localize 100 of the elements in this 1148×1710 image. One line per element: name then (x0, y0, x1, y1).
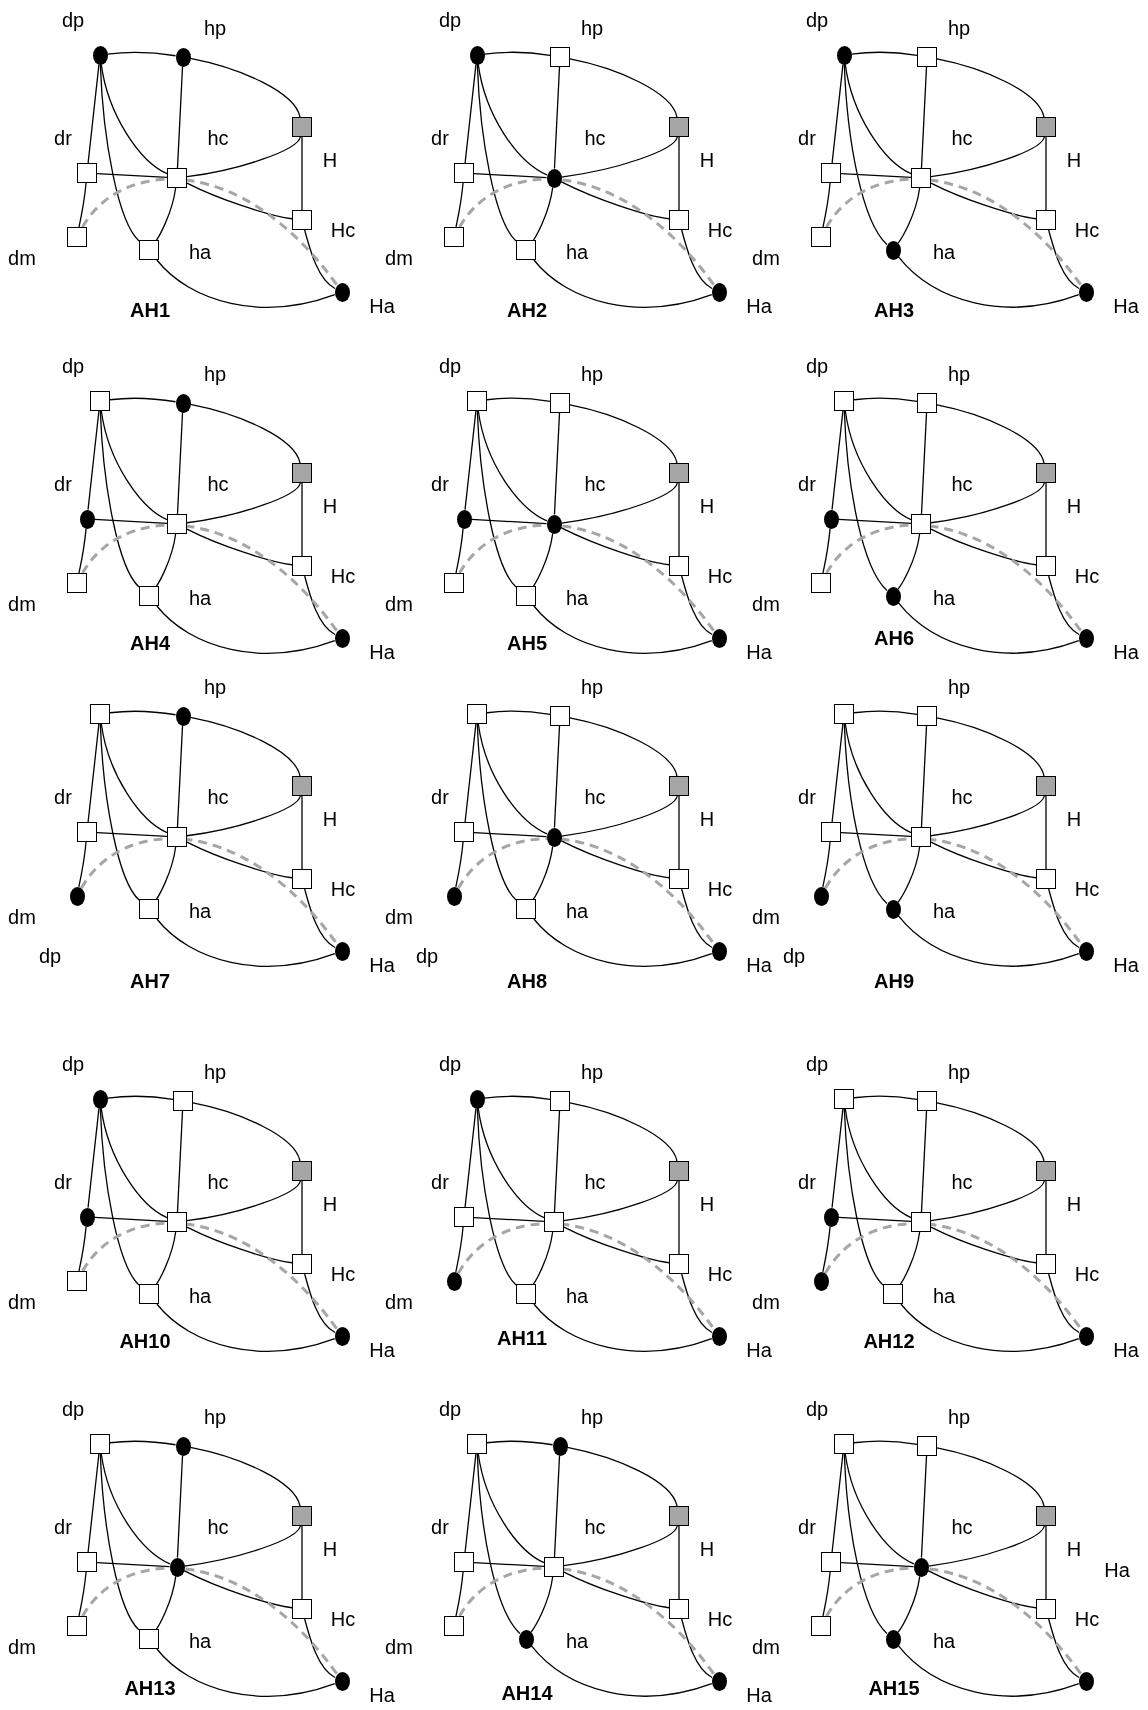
connector-line (831, 1108, 844, 1209)
vertex-label: Ha (1113, 641, 1139, 663)
vertex-label: dr (431, 1171, 449, 1193)
vertex-label: Ha (746, 1684, 772, 1706)
connector-line (476, 1107, 517, 1286)
filled-circle-vertex (546, 827, 562, 847)
vertex-label: hp (203, 363, 227, 385)
connector-line (900, 1303, 1080, 1352)
connector-line (678, 1180, 680, 1255)
connector-line (87, 410, 100, 511)
connector-line (78, 1571, 87, 1617)
filled-circle-vertex (169, 1557, 185, 1577)
connector-line (930, 482, 1045, 524)
square-vertex (550, 1091, 570, 1111)
connector-line (927, 1569, 1037, 1609)
connector-line (186, 1226, 293, 1264)
connector-line (87, 1453, 100, 1553)
shaded-square-vertex (669, 117, 689, 137)
vertex-label: hc (951, 1171, 973, 1193)
filled-circle-vertex (813, 886, 829, 906)
connector-line (473, 172, 548, 179)
square-vertex (167, 827, 187, 847)
connector-line (304, 1618, 336, 1679)
connector-line (189, 403, 301, 464)
vertex-label: dm (385, 1636, 413, 1658)
connector-line (477, 723, 548, 835)
square-vertex (883, 1284, 903, 1304)
vertex-label: dp (38, 945, 62, 967)
connector-line (930, 182, 1037, 220)
connector-line (464, 1453, 477, 1553)
connector-line (1045, 1525, 1047, 1600)
connector-line (1048, 229, 1080, 290)
square-vertex (67, 227, 87, 247)
connector-line (464, 1107, 477, 1208)
square-vertex (544, 1212, 564, 1232)
vertex-label: Ha (369, 1684, 395, 1706)
connector-line (822, 1225, 831, 1273)
connector-line (186, 182, 293, 220)
connector-line (840, 831, 912, 838)
panel-title: AH9 (874, 970, 914, 992)
connector-line (155, 1575, 177, 1630)
filled-circle-vertex (1078, 941, 1094, 961)
vertex-label: hc (584, 1516, 606, 1538)
connector-line (569, 1102, 678, 1162)
connector-line (476, 63, 517, 242)
vertex-label: dr (54, 1171, 72, 1193)
vertex-label: dr (431, 1516, 449, 1538)
vertex-label: ha (932, 587, 956, 609)
vertex-label: hc (584, 473, 606, 495)
filled-circle-vertex (79, 509, 95, 529)
connector-line (93, 1216, 168, 1223)
vertex-label: dp (805, 1053, 829, 1075)
connector-line (301, 1525, 303, 1600)
square-vertex (917, 1091, 937, 1111)
vertex-label: hc (207, 127, 229, 149)
connector-line (301, 795, 303, 870)
connector-line (822, 182, 831, 228)
dashed-connector (81, 177, 339, 286)
square-vertex (467, 391, 487, 411)
panel-title: AH2 (507, 299, 547, 321)
vertex-label: dp (782, 945, 806, 967)
vertex-label: Ha (1113, 1339, 1139, 1361)
vertex-label: H (1066, 149, 1082, 171)
filled-circle-vertex (885, 899, 901, 919)
shaded-square-vertex (1036, 117, 1056, 137)
connector-line (853, 710, 918, 715)
square-vertex (516, 586, 536, 606)
connector-line (99, 410, 140, 588)
connector-line (936, 404, 1045, 464)
vertex-label: ha (565, 241, 589, 263)
vertex-label: H (699, 808, 715, 830)
square-vertex (550, 393, 570, 413)
square-vertex (811, 573, 831, 593)
square-vertex (669, 1254, 689, 1274)
vertex-label: Hc (330, 1263, 356, 1285)
shaded-square-vertex (292, 463, 312, 483)
dashed-connector (458, 1566, 716, 1675)
vertex-label: ha (565, 1285, 589, 1307)
filled-circle-vertex (69, 886, 85, 906)
vertex-label: H (699, 495, 715, 517)
vertex-label: H (1066, 495, 1082, 517)
connector-line (822, 1571, 831, 1617)
panel-title: AH4 (130, 632, 170, 654)
square-vertex (444, 573, 464, 593)
connector-line (156, 259, 336, 308)
shaded-square-vertex (669, 776, 689, 796)
connector-line (96, 172, 168, 179)
connector-line (843, 63, 888, 246)
vertex-label: dp (438, 355, 462, 377)
vertex-label: hc (951, 1516, 973, 1538)
connector-line (899, 1231, 921, 1285)
connector-line (681, 1618, 713, 1679)
filled-circle-vertex (334, 282, 350, 302)
square-vertex (90, 391, 110, 411)
connector-line (155, 846, 177, 900)
connector-line (920, 1110, 928, 1213)
vertex-label: ha (565, 1630, 589, 1652)
vertex-label: H (322, 808, 338, 830)
connector-line (553, 725, 561, 829)
connector-line (470, 518, 548, 525)
